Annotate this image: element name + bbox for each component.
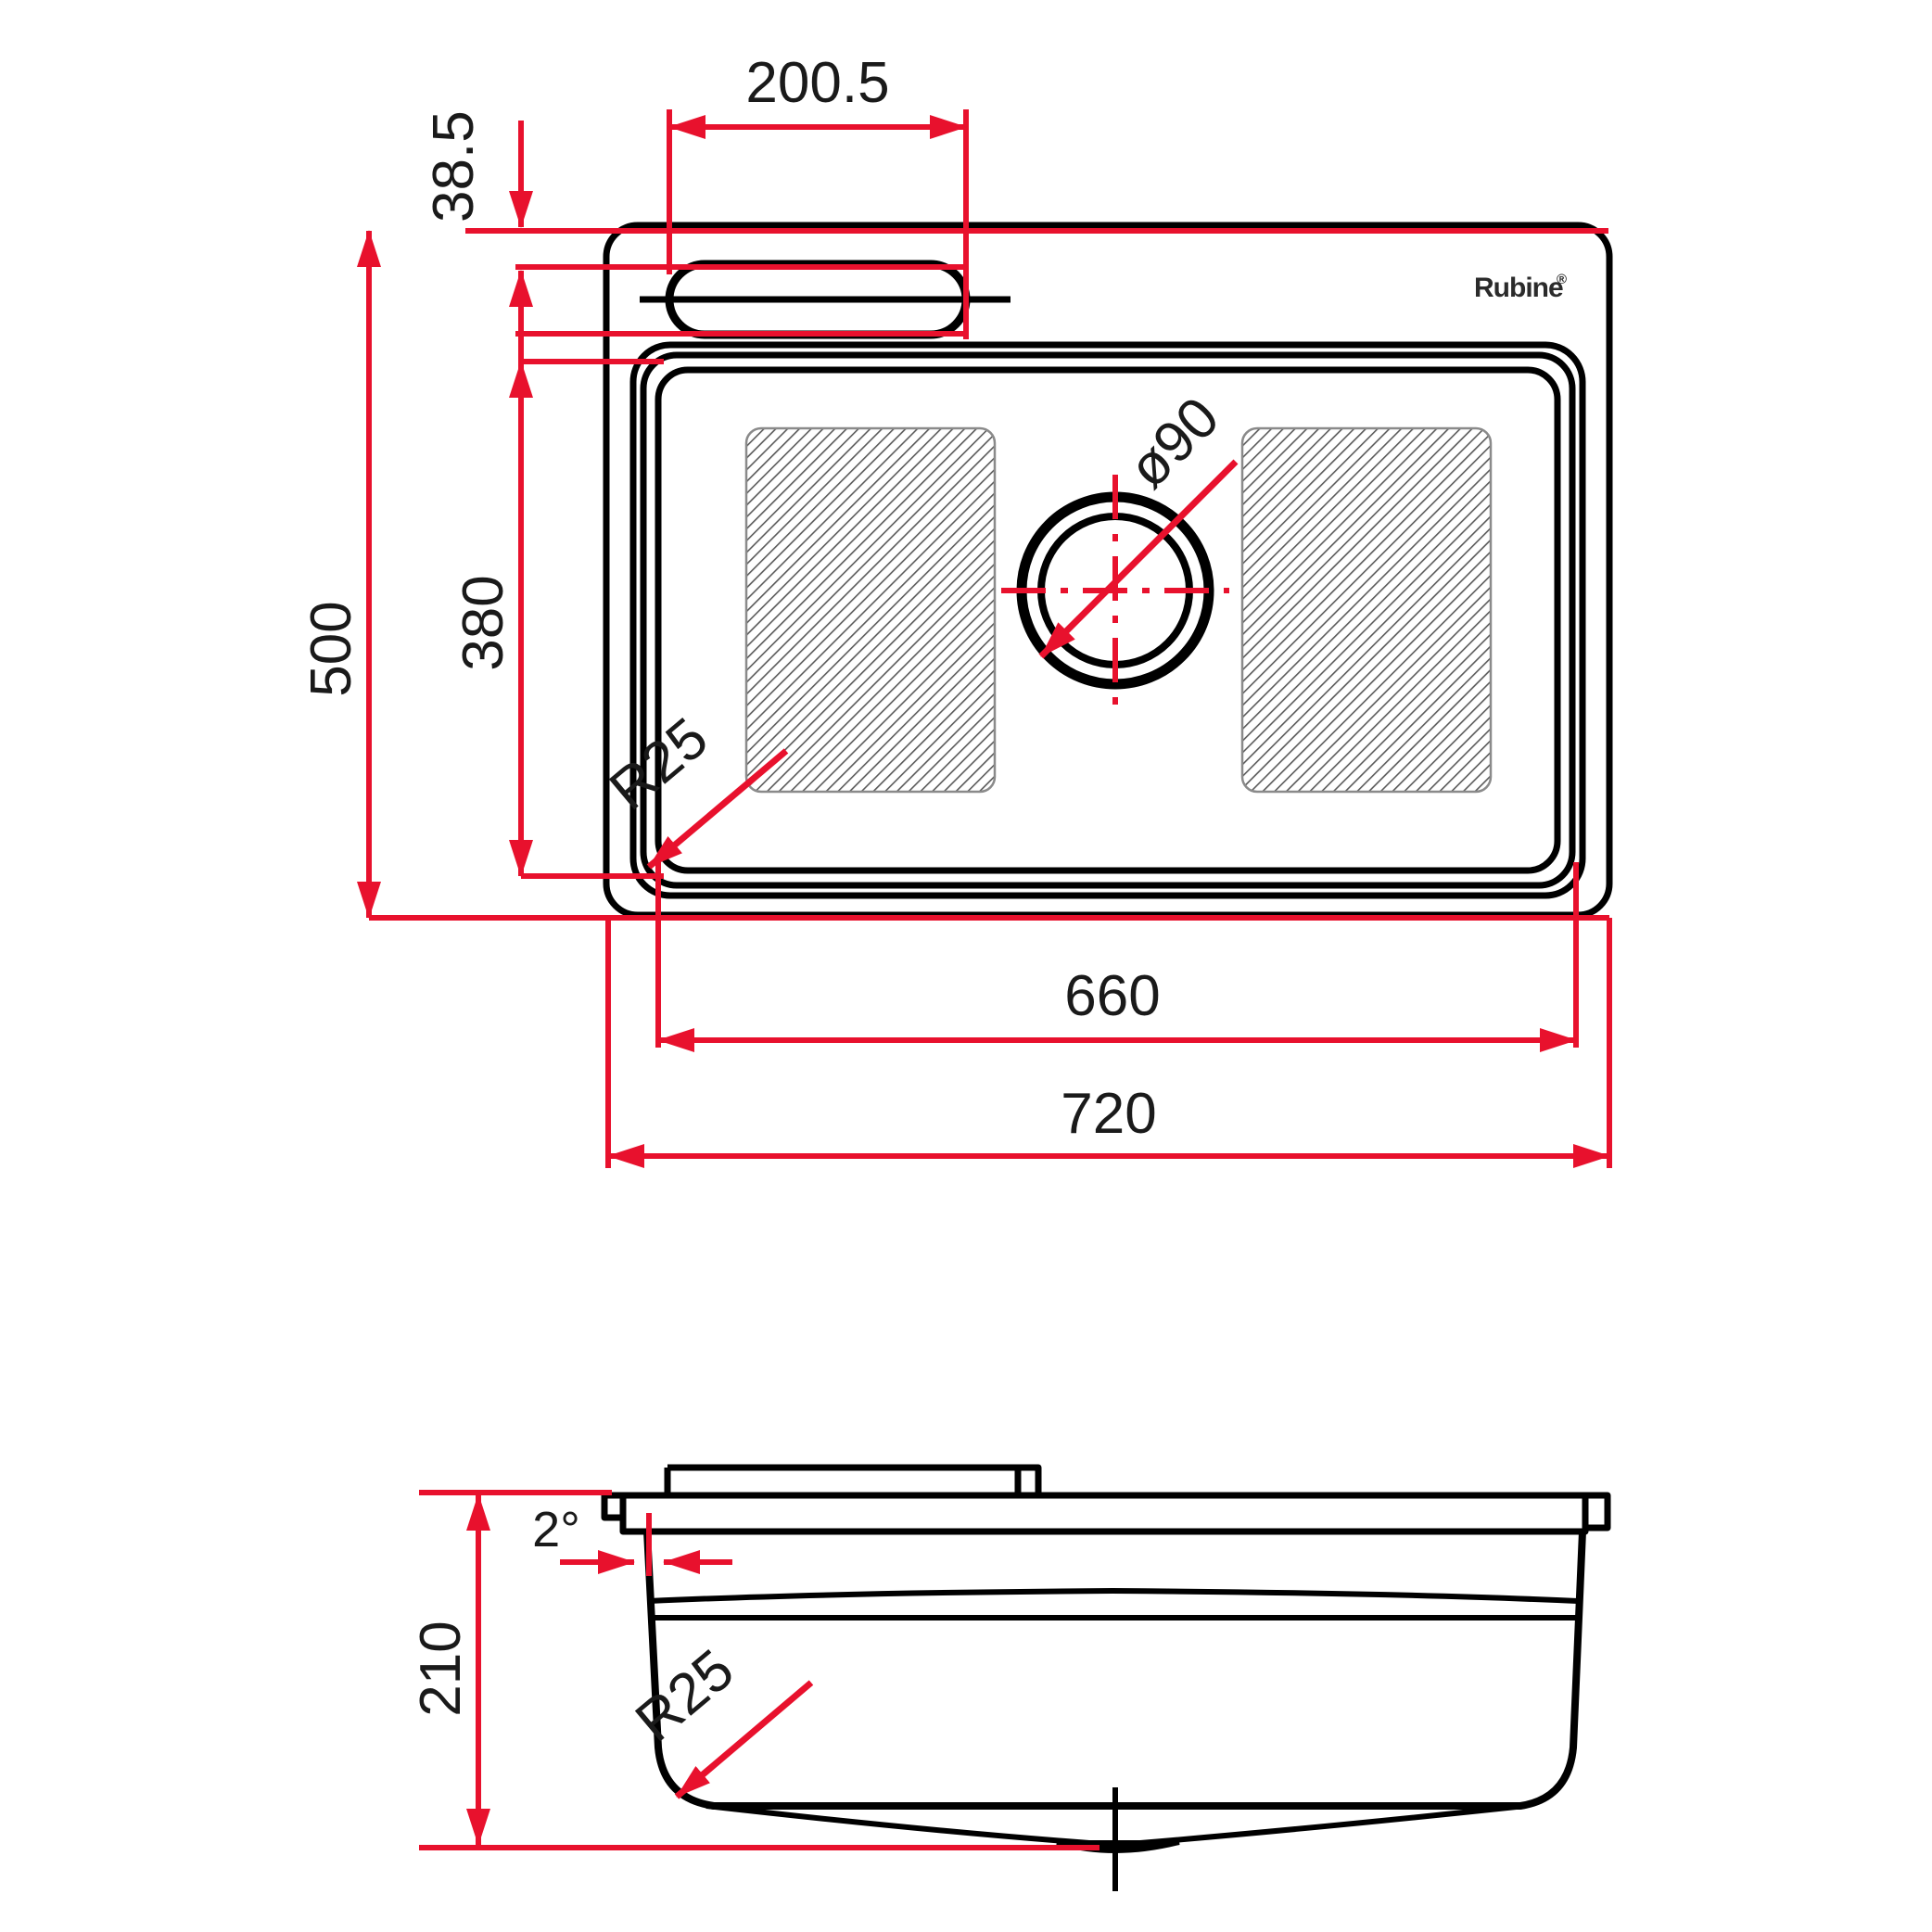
dim-draft-angle (560, 1513, 732, 1576)
brand-name: Rubine (1474, 273, 1563, 303)
dim-overall-width (605, 918, 1612, 1168)
section-deck-plate (619, 1492, 1589, 1535)
brand-trademark-icon: ® (1557, 272, 1567, 287)
bowl-ledge-line-upper (648, 1588, 1579, 1604)
dim-label-200-5: 200.5 (745, 51, 889, 115)
hatch-panel-left (744, 426, 997, 794)
dim-overall-depth (357, 230, 1609, 921)
drain-diameter-leader (1038, 459, 1239, 659)
dim-label-660: 660 (1064, 964, 1160, 1028)
section-rim (601, 1464, 1611, 1535)
dim-bowl-width (655, 862, 1579, 1052)
dim-bowl-depth (509, 359, 664, 879)
bowl-rim-outer (629, 341, 1586, 899)
dim-label-380: 380 (451, 575, 515, 670)
section-right-hook (1585, 1492, 1611, 1532)
dim-label-210: 210 (409, 1621, 473, 1716)
dim-bowl-height (419, 1490, 1099, 1850)
dim-tap-slot-width (667, 109, 969, 339)
hatch-panel-right (1240, 426, 1493, 794)
hatch-panels (744, 426, 1493, 794)
tap-ledge-slot (640, 260, 1010, 339)
bowl-wall-outline (655, 366, 1561, 874)
dim-tap-slot-offset (465, 121, 1608, 371)
bowl-rim-inner (640, 351, 1576, 889)
dim-label-720: 720 (1061, 1082, 1156, 1146)
radius-leader-line (674, 1680, 814, 1799)
radius-leader-line (646, 748, 789, 870)
brand-logo: Rubine ® (1474, 272, 1567, 303)
dim-label-r25-section: R25 (624, 1637, 745, 1754)
dim-label-draft-angle: 2° (532, 1502, 580, 1557)
drain-hole: ø90 (1001, 386, 1239, 706)
section-view-group: 210 2° R25 (409, 1464, 1611, 1891)
section-left-hook (601, 1492, 623, 1521)
dim-label-r25-top: R25 (598, 705, 719, 822)
bowl-wall-profile (643, 1531, 1586, 1810)
dim-label-38-5: 38.5 (422, 110, 486, 222)
dim-label-500: 500 (299, 601, 363, 696)
section-tap-deck-strip (664, 1464, 1042, 1494)
top-view-group: ø90 200.5 38.5 (299, 51, 1613, 1168)
